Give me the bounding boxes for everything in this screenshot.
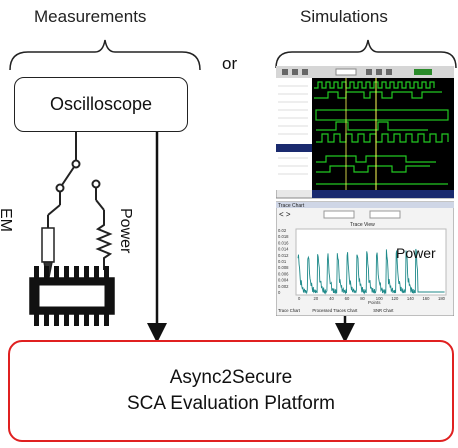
digital-waveforms	[314, 81, 449, 185]
timeline-bar	[312, 190, 454, 198]
trace-y-tick: 0.016	[278, 240, 289, 245]
chip	[29, 266, 115, 326]
trace-view-title: Trace View	[350, 222, 375, 228]
trace-x-label: Points	[368, 300, 381, 305]
simulations-heading: Simulations	[300, 7, 388, 26]
trace-x-tick: 20	[314, 296, 319, 301]
power-probe-label: Power	[117, 208, 134, 254]
trace-nav: < >	[279, 210, 291, 219]
trace-y-tick: 0.004	[278, 278, 289, 283]
simulation-screenshot: Trace Chart < > Trace View 0.020.0180.01…	[276, 66, 454, 316]
platform-subtitle: SCA Evaluation Platform	[126, 393, 336, 414]
trace-x-tick: 40	[329, 296, 334, 301]
trace-y-tick: 0.018	[278, 234, 289, 239]
trace-x-tick: 160	[422, 296, 430, 301]
trace-y-tick: 0.002	[278, 284, 289, 289]
power-trace	[297, 248, 445, 295]
trace-x-tick: 120	[391, 296, 399, 301]
trace-x-tick: 80	[360, 296, 365, 301]
trace-y-tick: 0	[278, 290, 281, 295]
trace-y-tick: 0.006	[278, 271, 289, 276]
power-trace-label: Power	[396, 245, 436, 261]
trace-x-tick: 0	[298, 296, 301, 301]
platform-box: Async2Secure SCA Evaluation Platform	[8, 340, 454, 442]
trace-y-tick: 0.008	[278, 265, 289, 270]
probe-switch	[47, 132, 105, 228]
measurements-heading: Measurements	[34, 7, 147, 26]
trace-x-tick: 180	[438, 296, 446, 301]
trace-tabs: Trace Chart Processed Traces Chart SNR Cha…	[278, 308, 394, 313]
trace-chart-title: Trace Chart	[278, 203, 305, 209]
oscilloscope-label: Oscilloscope	[49, 94, 153, 114]
simulations-brace	[275, 39, 457, 69]
oscilloscope-box: Oscilloscope	[14, 77, 188, 132]
waveform-toolbar	[276, 66, 454, 78]
trace-y-tick: 0.012	[278, 253, 289, 258]
or-label: or	[222, 54, 238, 73]
trace-x-tick: 140	[407, 296, 415, 301]
platform-name: Async2Secure	[169, 367, 293, 388]
trace-y-tick: 0.02	[278, 228, 287, 233]
trace-y-tick: 0.014	[278, 247, 289, 252]
trace-tab[interactable]: SNR Chart	[373, 308, 394, 313]
power-resistor	[95, 210, 113, 270]
trace-x-tick: 60	[345, 296, 350, 301]
trace-x-ticks: 0 20 40 60 80 100 120 140 160 180	[298, 296, 446, 301]
measurements-brace	[9, 39, 201, 71]
trace-y-tick: 0.01	[278, 259, 287, 264]
trace-x-tick: 100	[376, 296, 384, 301]
trace-tab[interactable]: Trace Chart	[278, 308, 301, 313]
trace-tab[interactable]: Processed Traces Chart	[312, 308, 358, 313]
em-probe-label: EM	[0, 208, 14, 232]
